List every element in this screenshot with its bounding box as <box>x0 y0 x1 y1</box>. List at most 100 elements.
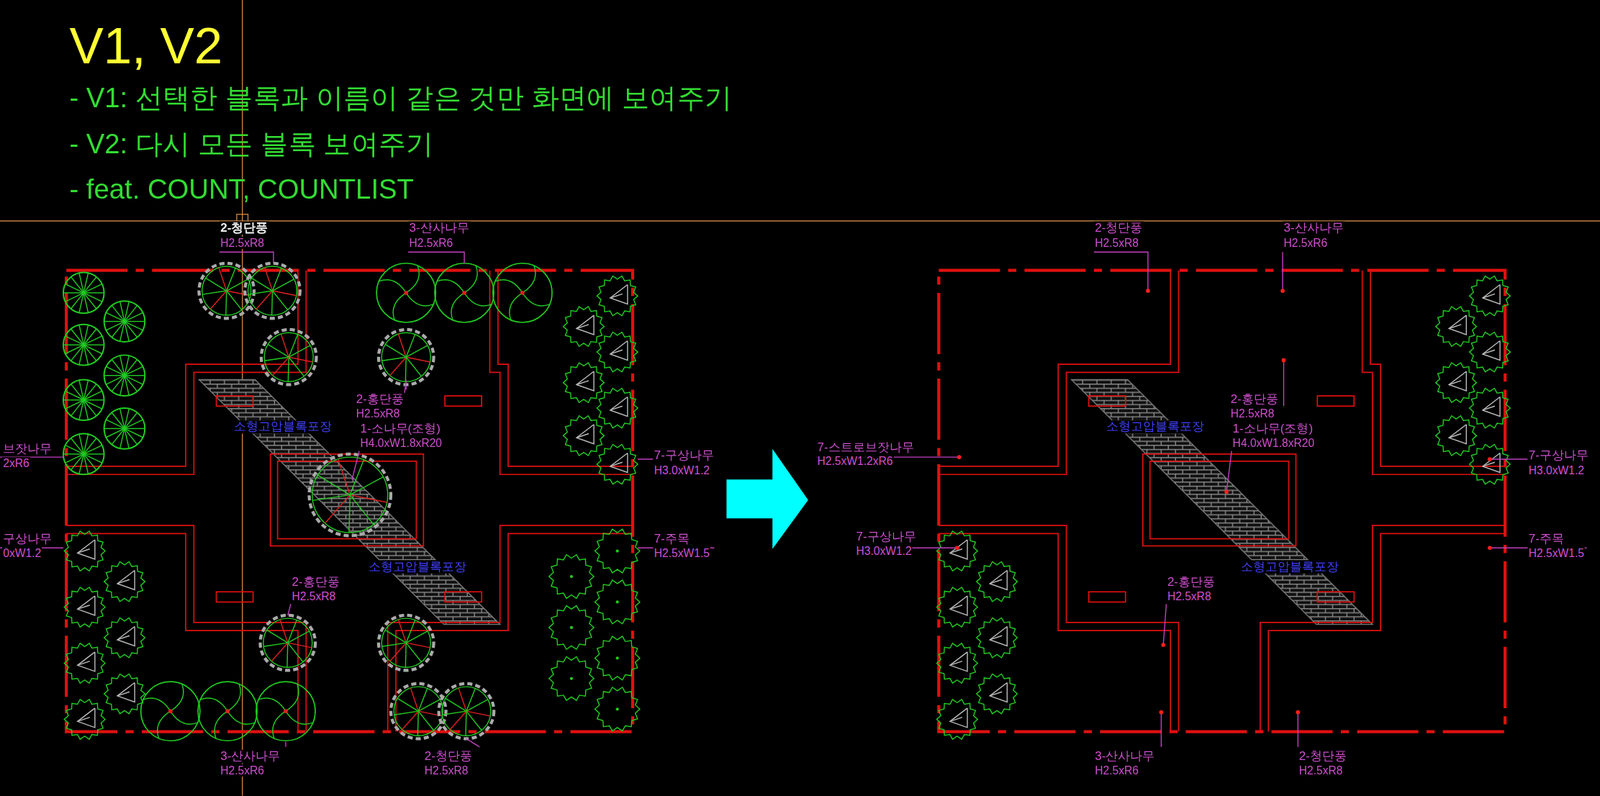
tree-star <box>65 292 85 302</box>
tree-spiky <box>610 349 623 355</box>
tree-maple <box>466 688 476 712</box>
tree-star <box>63 272 105 314</box>
tree-spiky <box>117 635 130 640</box>
tree-star <box>79 434 84 455</box>
tree-maple <box>458 688 467 712</box>
tree-star <box>105 321 125 331</box>
tree-spiky <box>976 673 1018 714</box>
path-edge <box>490 270 633 476</box>
tree-spiky <box>610 462 623 467</box>
tree-spiky <box>596 387 638 428</box>
leader-line <box>1281 251 1283 291</box>
tree-broad <box>256 681 316 741</box>
tree-maple <box>287 620 297 644</box>
tree-broad <box>227 683 241 712</box>
plant-label: H2.5xR6 <box>1282 236 1329 250</box>
tree-star <box>124 428 129 449</box>
tree-spiky <box>77 661 90 666</box>
tree-broad <box>141 681 201 741</box>
tree-star <box>111 428 125 445</box>
tree-spiky <box>117 691 130 696</box>
tree-maple <box>405 631 428 643</box>
path-edge <box>1260 525 1505 732</box>
plant-label: 2xR6 <box>2 457 31 470</box>
tree-spiky <box>104 617 146 658</box>
plaza-edge <box>277 461 417 540</box>
tree-maple <box>405 642 407 668</box>
tree-maple <box>202 290 227 295</box>
tree-spiky <box>1482 341 1500 361</box>
tree-spiky <box>595 687 640 732</box>
tree-star <box>79 325 84 346</box>
tree-broad <box>272 711 286 739</box>
path-edge <box>938 270 1179 476</box>
tree-maple <box>349 495 350 533</box>
paving-label: 소형고압블록포장 <box>1104 420 1205 435</box>
tree-spiky <box>104 673 146 714</box>
tree-spiky <box>563 362 605 403</box>
plant-label: 0xW1.2 <box>2 547 43 560</box>
tree-spiky <box>117 682 135 702</box>
tree-maple <box>261 329 317 386</box>
path-edge <box>387 525 633 732</box>
tree-broad <box>392 292 406 321</box>
tree-maple <box>402 711 419 730</box>
leader-line <box>408 251 465 264</box>
insert-point <box>1281 358 1287 363</box>
tree-maple <box>210 290 227 309</box>
tree-star <box>104 300 146 342</box>
paving-label: 소형고압블록포장 <box>1240 559 1341 574</box>
tree-spiky <box>549 554 594 599</box>
tree-spiky <box>596 444 638 484</box>
tree-broad <box>283 708 288 714</box>
tree-star <box>120 355 125 376</box>
paving-label: 소형고압블록포장 <box>367 559 468 574</box>
plant-label: 3-산사나무 <box>1094 749 1156 764</box>
site-boundary <box>66 270 633 732</box>
plant-label: H2.5xR8 <box>1094 236 1141 250</box>
tree-spiky <box>610 396 628 417</box>
plant-label: 2-홍단풍 <box>1229 392 1279 407</box>
tree-spiky <box>950 539 968 560</box>
tree-spiky <box>1482 452 1500 473</box>
tree-broad <box>285 711 314 725</box>
insert-point <box>1487 457 1493 462</box>
plant-label: 7-주목 <box>1527 532 1565 547</box>
tree-broad <box>464 292 492 306</box>
tree-maple <box>405 620 415 644</box>
leader-line <box>466 738 480 747</box>
tree-spiky <box>950 605 963 610</box>
tree-maple <box>271 290 273 316</box>
tree-broad <box>405 292 434 306</box>
tree-spiky <box>64 587 106 627</box>
tree-star <box>79 380 84 401</box>
plant-label: 2-홍단풍 <box>354 392 405 407</box>
bench <box>216 591 254 602</box>
tree-spiky <box>616 707 619 711</box>
bullet-note: - V2: 다시 모든 블록 보여주기 <box>69 129 434 160</box>
tree-spiky <box>1482 462 1495 467</box>
tree-maple <box>349 495 374 525</box>
tree-spiky <box>616 549 619 553</box>
tree-maple <box>288 345 311 357</box>
tree-spiky <box>1482 349 1495 355</box>
tree-spiky <box>1448 434 1462 439</box>
plant-label: 2-청단풍 <box>423 749 473 764</box>
tree-spiky <box>570 677 573 681</box>
tree-maple <box>393 686 443 736</box>
tree-spiky <box>950 717 963 722</box>
insert-point <box>1224 490 1229 495</box>
tree-spiky <box>117 570 135 591</box>
tree-maple <box>272 356 290 375</box>
tree-spiky <box>950 708 968 728</box>
tree-spiky <box>1482 396 1500 417</box>
bench <box>444 395 482 406</box>
tree-broad <box>168 708 173 714</box>
tree-maple <box>264 332 314 382</box>
insert-point <box>1145 288 1151 293</box>
tree-star <box>63 399 84 401</box>
tree-star <box>104 374 125 376</box>
tree-maple <box>263 618 313 668</box>
leader-line <box>219 251 274 264</box>
tree-spiky <box>1469 387 1511 428</box>
